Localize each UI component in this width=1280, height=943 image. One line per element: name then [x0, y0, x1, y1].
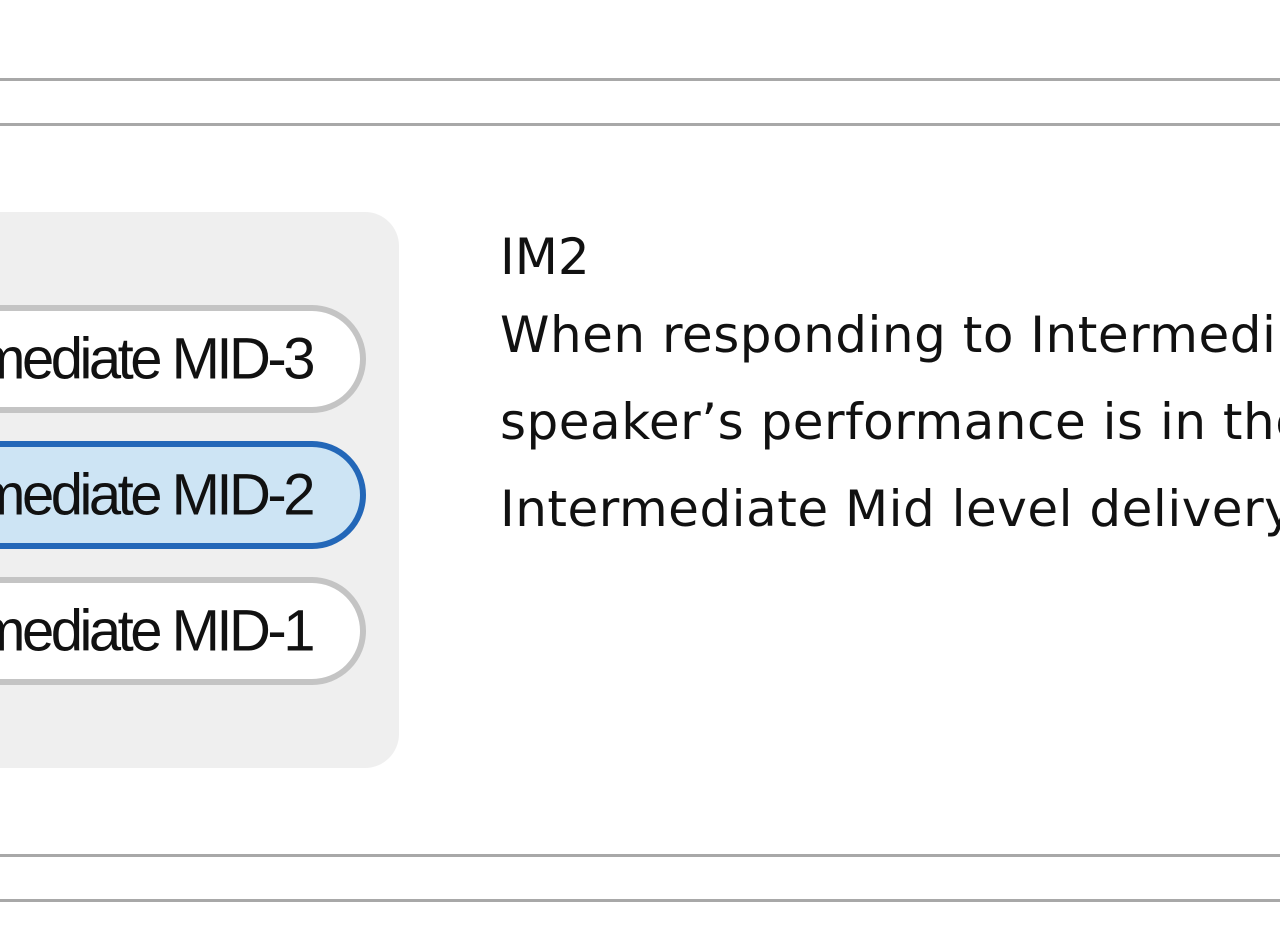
level-option-mid-2[interactable]: Intermediate MID-2 [0, 441, 366, 549]
level-description: IM2 When responding to Intermedi speaker… [500, 222, 1280, 553]
divider-line [0, 899, 1280, 902]
level-option-label: Intermediate MID-2 [0, 462, 316, 528]
level-option-label: Intermediate MID-1 [0, 598, 316, 664]
description-line: Intermediate Mid level delivery, [500, 480, 1280, 538]
divider-line [0, 78, 1280, 81]
description-line: When responding to Intermedi [500, 306, 1277, 364]
divider-line [0, 123, 1280, 126]
level-option-mid-3[interactable]: Intermediate MID-3 [0, 305, 366, 413]
level-option-mid-1[interactable]: Intermediate MID-1 [0, 577, 366, 685]
level-code-title: IM2 [500, 228, 590, 286]
level-option-label: Intermediate MID-3 [0, 326, 316, 392]
divider-line [0, 854, 1280, 857]
description-line: speaker’s performance is in the [500, 393, 1280, 451]
